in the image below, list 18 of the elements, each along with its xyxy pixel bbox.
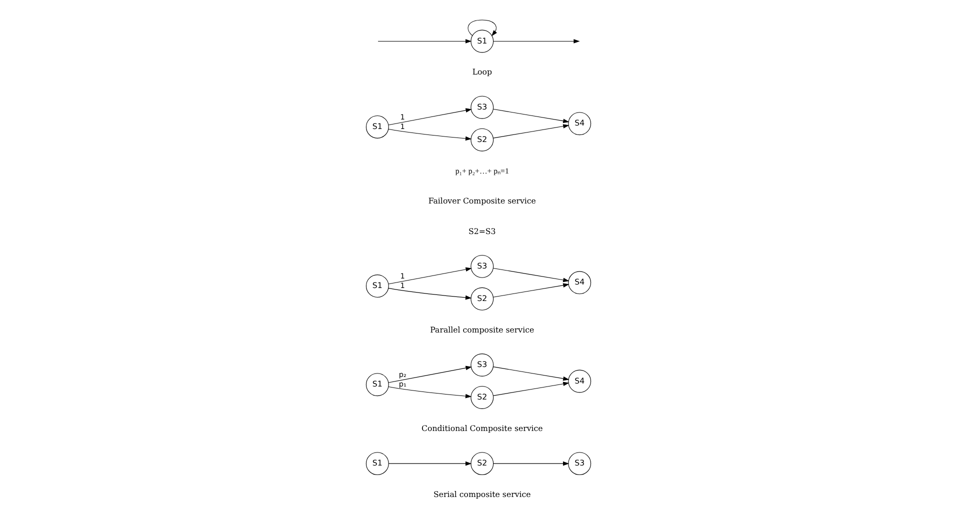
arrow [388, 366, 472, 383]
arrow [388, 386, 472, 398]
arrow [388, 128, 472, 141]
arrow [388, 461, 472, 466]
arrow [492, 108, 569, 124]
arrow [492, 366, 569, 381]
arrow [388, 108, 472, 126]
arrow [388, 288, 472, 300]
arrow [492, 124, 569, 138]
arrow [492, 382, 569, 396]
arrow [388, 267, 472, 284]
arrow [492, 268, 569, 282]
arrow [492, 461, 569, 466]
arrow [377, 39, 472, 44]
arrow [492, 39, 580, 44]
label: p₁+ p₂+…+ pₙ=1 [454, 166, 508, 176]
arrow [492, 283, 569, 298]
arrow [467, 20, 497, 36]
